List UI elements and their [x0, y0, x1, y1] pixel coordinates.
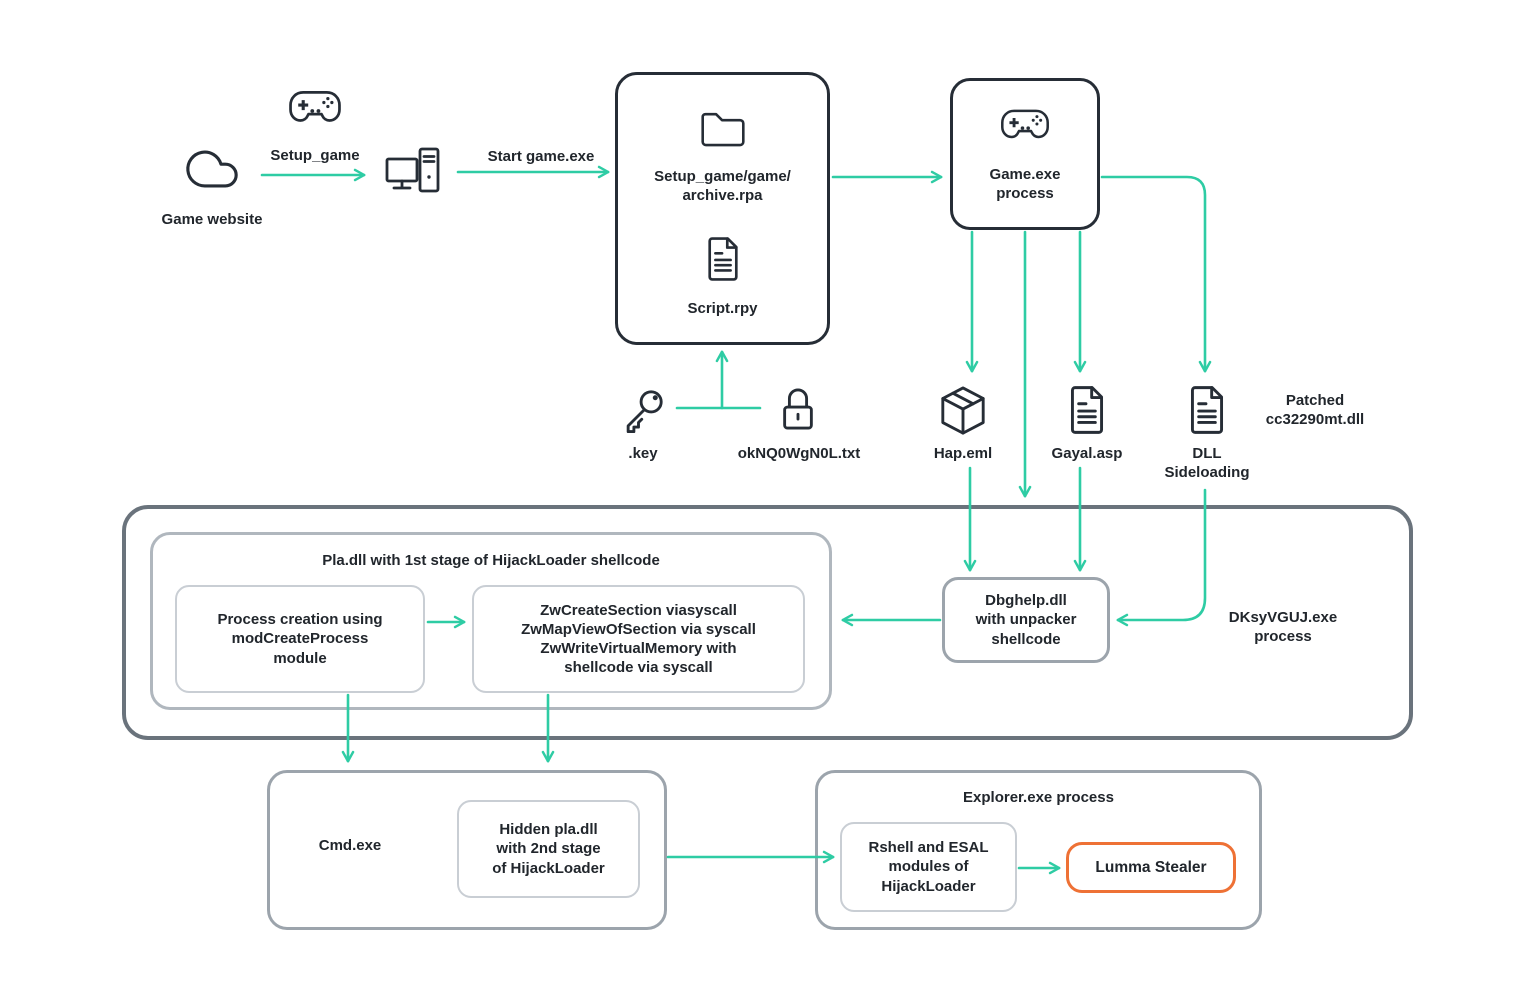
lock-icon [783, 388, 813, 430]
process-creation-label: Process creation using modCreateProcess … [217, 611, 383, 667]
computer-icon [385, 147, 440, 193]
script-label: Script.rpy [687, 300, 758, 317]
explorer-title: Explorer.exe process [963, 789, 1114, 806]
gamepad-icon [1001, 109, 1049, 139]
dll-sideloading-label: DLL Sideloading [1164, 445, 1250, 482]
edge-label-setup-game: Setup_game [270, 147, 360, 164]
dbghelp-box: Dbghelp.dll with unpacker shellcode [942, 577, 1110, 663]
key-icon [626, 390, 663, 434]
key-file-label: .key [628, 445, 658, 462]
gamepad-icon [289, 91, 341, 122]
patched-dll-label: Patched cc32290mt.dll [1265, 392, 1365, 429]
syscalls-label: ZwCreateSection viasyscall ZwMapViewOfSe… [521, 601, 756, 677]
rshell-box: Rshell and ESAL modules of HijackLoader [840, 822, 1017, 912]
cmd-box: Cmd.exe Hidden pla.dll with 2nd stage of… [267, 770, 667, 930]
process-creation-box: Process creation using modCreateProcess … [175, 585, 425, 693]
stage1-title: Pla.dll with 1st stage of HijackLoader s… [322, 552, 660, 569]
game-process-label: Game.exe process [989, 166, 1061, 203]
installer-box: Setup_game/game/ archive.rpa Script.rpy [615, 72, 830, 345]
hidden-pla-box: Hidden pla.dll with 2nd stage of HijackL… [457, 800, 640, 898]
dksyvguj-process-label: DKsyVGUJ.exe process [1228, 609, 1338, 646]
dbghelp-label: Dbghelp.dll with unpacker shellcode [975, 592, 1077, 648]
lumma-stealer-box: Lumma Stealer [1066, 842, 1236, 893]
cmd-label: Cmd.exe [318, 837, 382, 854]
encrypted-file-label: okNQ0WgN0L.txt [737, 445, 861, 462]
folder-icon [700, 112, 745, 147]
game-website-label: Game website [161, 211, 263, 228]
cloud-icon [186, 150, 238, 188]
hidden-pla-label: Hidden pla.dll with 2nd stage of HijackL… [492, 821, 605, 877]
rshell-label: Rshell and ESAL modules of HijackLoader [868, 839, 989, 895]
document-icon [1190, 386, 1224, 434]
arrow-gameprocess-to-dllsideloading [1100, 175, 1212, 373]
edge-label-start-game: Start game.exe [487, 148, 595, 165]
explorer-box: Explorer.exe process Rshell and ESAL mod… [815, 770, 1262, 930]
document-icon [707, 237, 738, 281]
archive-label: Setup_game/game/ archive.rpa [654, 168, 791, 205]
game-process-box: Game.exe process [950, 78, 1100, 230]
package-icon [941, 386, 985, 435]
syscalls-box: ZwCreateSection viasyscall ZwMapViewOfSe… [472, 585, 805, 693]
gayal-label: Gayal.asp [1051, 445, 1123, 462]
lumma-stealer-label: Lumma Stealer [1095, 858, 1207, 876]
hap-label: Hap.eml [933, 445, 993, 462]
document-icon [1070, 386, 1104, 434]
